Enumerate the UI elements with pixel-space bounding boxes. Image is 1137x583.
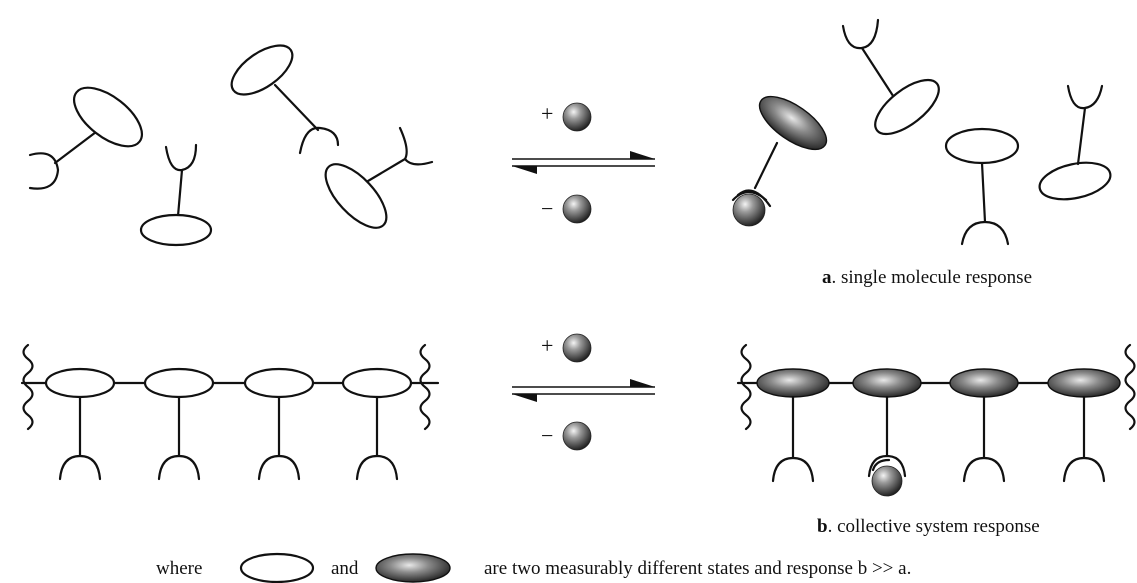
receptor-unbound (230, 44, 340, 155)
minus-sign: − (541, 196, 553, 221)
guest-ball (871, 465, 903, 497)
polymer-unbound (20, 343, 440, 481)
bound-receptors-right (731, 18, 1112, 246)
guest-ball (562, 333, 592, 363)
equilibrium-arrows-top: + − (512, 101, 655, 224)
legend-description: are two measurably different states and … (484, 558, 911, 579)
panel-a-label: a. single molecule response (822, 267, 1032, 288)
guest-ball (562, 102, 592, 132)
guest-ball (562, 421, 592, 451)
free-receptors-left (28, 44, 434, 247)
guest-ball (732, 193, 766, 227)
plus-sign: + (541, 333, 553, 358)
legend-and: and (331, 558, 359, 579)
receptor-unbound (324, 126, 434, 229)
receptor-unbound (139, 143, 213, 247)
equilibrium-arrows-bottom: + − (512, 333, 655, 451)
minus-sign: − (541, 423, 553, 448)
receptor-unbound (841, 18, 940, 136)
legend: where and are two measurably different s… (156, 552, 911, 583)
receptor-unbound (28, 86, 143, 190)
legend-where: where (156, 558, 202, 579)
panel-b-label: b. collective system response (817, 516, 1040, 537)
filled-state-ellipse (375, 553, 451, 583)
receptor-unbound (1038, 84, 1112, 201)
plus-sign: + (541, 101, 553, 126)
receptor-unbound (944, 127, 1020, 246)
polymer-bound (736, 343, 1136, 497)
receptor-bound (731, 95, 828, 227)
guest-ball (562, 194, 592, 224)
open-state-ellipse (239, 552, 315, 583)
